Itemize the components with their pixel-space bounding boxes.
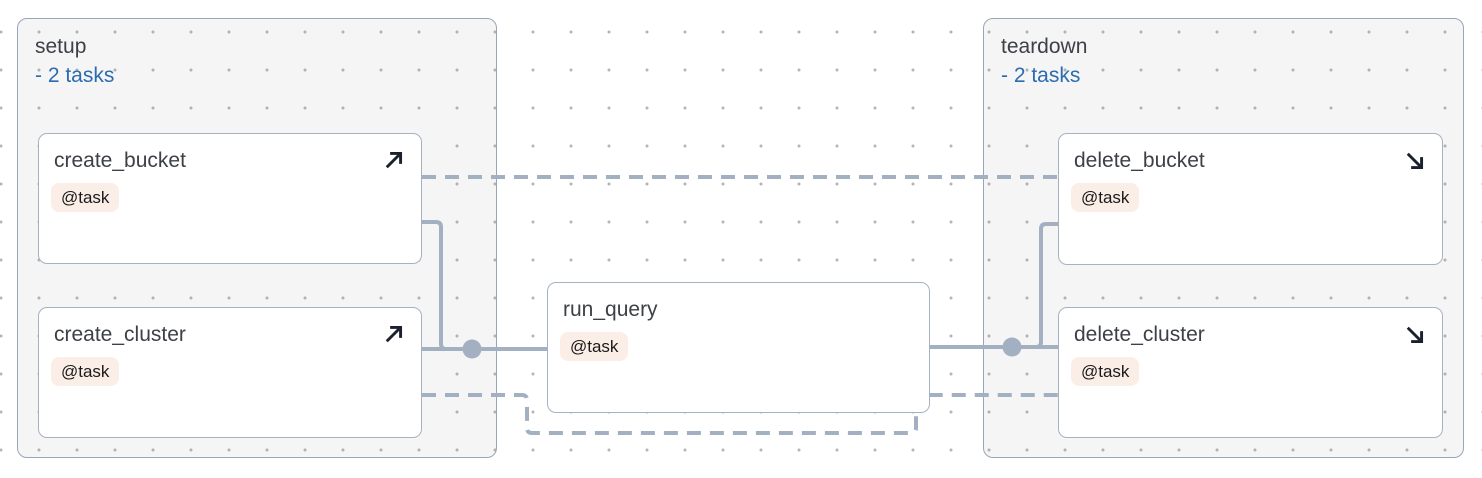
arrow-up-right-icon — [380, 321, 407, 348]
task-node-create-cluster[interactable]: create_cluster @task — [38, 307, 422, 438]
edge-junction-dot — [1002, 337, 1022, 357]
task-decorator-badge: @task — [51, 357, 120, 386]
task-decorator-badge: @task — [51, 183, 120, 212]
task-name: delete_cluster — [1074, 323, 1205, 346]
arrow-down-right-icon — [1401, 321, 1428, 348]
task-node-delete-cluster[interactable]: delete_cluster @task — [1058, 307, 1443, 438]
arrow-down-right-icon — [1401, 147, 1428, 174]
task-decorator-badge: @task — [1071, 183, 1140, 212]
group-title-teardown: teardown — [1001, 35, 1088, 58]
task-decorator-badge: @task — [560, 332, 629, 361]
edge-junction-dot — [462, 339, 482, 359]
edge-run-query-delete-bucket — [1035, 222, 1058, 349]
task-name: delete_bucket — [1074, 149, 1205, 172]
task-node-create-bucket[interactable]: create_bucket @task — [38, 133, 422, 264]
task-decorator-badge: @task — [1071, 357, 1140, 386]
task-name: create_bucket — [54, 149, 186, 172]
group-title-setup: setup — [35, 35, 87, 58]
edge-create-bucket-run-query — [422, 220, 472, 351]
task-node-run-query[interactable]: run_query @task — [547, 282, 930, 413]
task-name: run_query — [563, 298, 658, 321]
group-collapse-toggle-setup[interactable]: - 2 tasks — [35, 64, 115, 87]
arrow-up-right-icon — [380, 147, 407, 174]
group-collapse-toggle-teardown[interactable]: - 2 tasks — [1001, 64, 1081, 87]
task-name: create_cluster — [54, 323, 186, 346]
task-node-delete-bucket[interactable]: delete_bucket @task — [1058, 133, 1443, 265]
